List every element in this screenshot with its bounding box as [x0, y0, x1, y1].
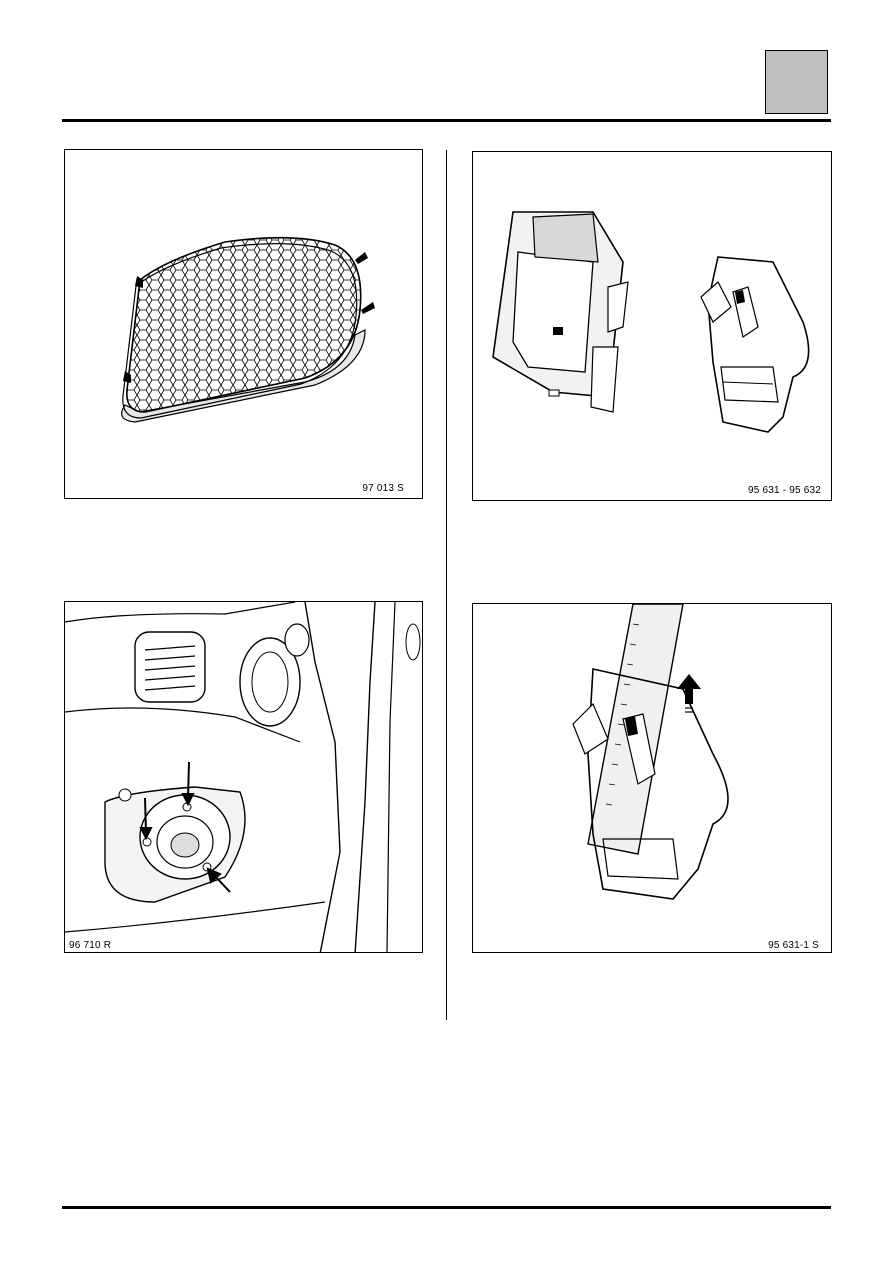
figure-reference: 95 631-1 S	[768, 940, 819, 951]
door-panel-illustration	[65, 602, 421, 952]
figure-door-panel: 96 710 R	[64, 601, 423, 953]
column-divider	[446, 150, 447, 1020]
figure-reference: 96 710 R	[69, 940, 112, 951]
figure-reference: 97 013 S	[362, 483, 404, 494]
header-rule	[62, 119, 831, 122]
footer-rule	[62, 1206, 831, 1209]
speaker-grille-illustration	[121, 236, 375, 423]
figure-clip-removal: 95 631-1 S	[472, 603, 832, 953]
figure-switch-and-clip: 95 631 - 95 632	[472, 151, 832, 501]
clip-removal-illustration	[572, 604, 729, 900]
figure-speaker-grille: 97 013 S	[64, 149, 423, 499]
section-tab-box	[765, 50, 828, 114]
figure-reference: 95 631 - 95 632	[747, 485, 821, 496]
switch-clip-illustration	[492, 211, 810, 433]
